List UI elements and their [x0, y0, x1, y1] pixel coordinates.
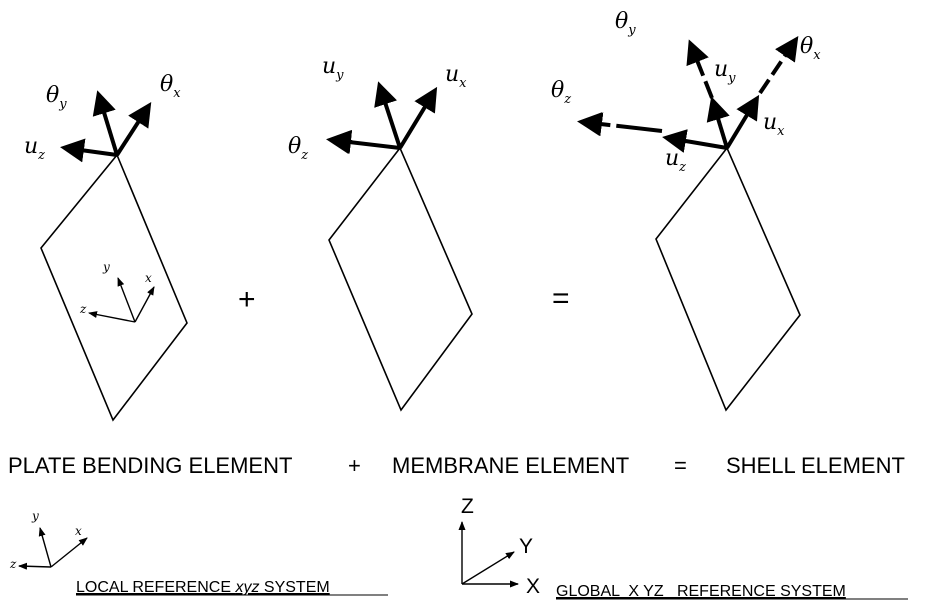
- local-axes-in-plate: y x z: [79, 260, 155, 323]
- u-z-arrow: [60, 138, 118, 163]
- legend-local-x: x: [75, 524, 82, 538]
- caption-equals: =: [674, 453, 687, 478]
- u-y-arrow: [374, 81, 402, 149]
- local-y-label: y: [102, 260, 110, 274]
- membrane-panel: uy ux θz: [288, 54, 473, 412]
- theta-z-label: θz: [551, 78, 571, 107]
- u-x-label: ux: [445, 62, 467, 91]
- u-x-arrow: [398, 86, 438, 150]
- legend-global-X: X: [526, 575, 540, 598]
- theta-x-arrow: [115, 101, 152, 157]
- theta-x-label: θx: [800, 34, 821, 63]
- shell-panel: θy θx uy ux θz uz: [551, 9, 821, 412]
- theta-y-arrow: [92, 90, 119, 156]
- u-y-arrow: [706, 96, 730, 149]
- plus-operator: +: [238, 283, 256, 316]
- shell-element-outline: [655, 146, 801, 412]
- plate-element-outline: [40, 153, 188, 422]
- caption-plate: PLATE BENDING ELEMENT: [8, 453, 292, 478]
- legend-local-z: z: [9, 557, 17, 571]
- theta-z-double-head: [578, 112, 604, 137]
- u-x-label: ux: [763, 110, 785, 139]
- theta-z-double-head: [327, 129, 353, 154]
- theta-z-label: θz: [288, 134, 308, 163]
- theta-x-label: θx: [160, 72, 181, 101]
- theta-y-label: θy: [46, 83, 67, 112]
- legend-global-Z: Z: [461, 495, 474, 518]
- local-z-label: z: [79, 302, 87, 316]
- u-z-label: uz: [24, 134, 45, 163]
- local-reference-label: LOCAL REFERENCE xyz SYSTEM: [76, 579, 330, 596]
- u-y-label: uy: [714, 57, 736, 86]
- legend-local-y: y: [31, 509, 39, 523]
- theta-x-arrow: [758, 36, 799, 95]
- caption-plus: +: [348, 453, 361, 478]
- caption-shell: SHELL ELEMENT: [726, 453, 905, 478]
- legend-global-Y: Y: [519, 535, 533, 558]
- local-x-label: x: [145, 271, 152, 285]
- global-reference-label: GLOBAL X YZ REFERENCE SYSTEM: [556, 583, 846, 600]
- u-y-label: uy: [322, 54, 344, 83]
- u-x-arrow: [725, 94, 760, 150]
- equals-operator: =: [552, 282, 570, 315]
- theta-y-label: θy: [615, 9, 636, 38]
- caption-membrane: MEMBRANE ELEMENT: [392, 453, 629, 478]
- local-reference-legend: y x z LOCAL REFERENCE xyz SYSTEM: [9, 509, 388, 596]
- plate-bending-panel: θy θx uz y x z: [24, 72, 188, 422]
- u-z-label: uz: [665, 146, 686, 175]
- theta-y-arrow: [686, 39, 714, 99]
- caption-row: PLATE BENDING ELEMENT + MEMBRANE ELEMENT…: [8, 453, 905, 478]
- global-reference-legend: Z Y X GLOBAL X YZ REFERENCE SYSTEM: [458, 495, 908, 600]
- u-z-arrow: [662, 129, 728, 153]
- membrane-element-outline: [328, 146, 473, 412]
